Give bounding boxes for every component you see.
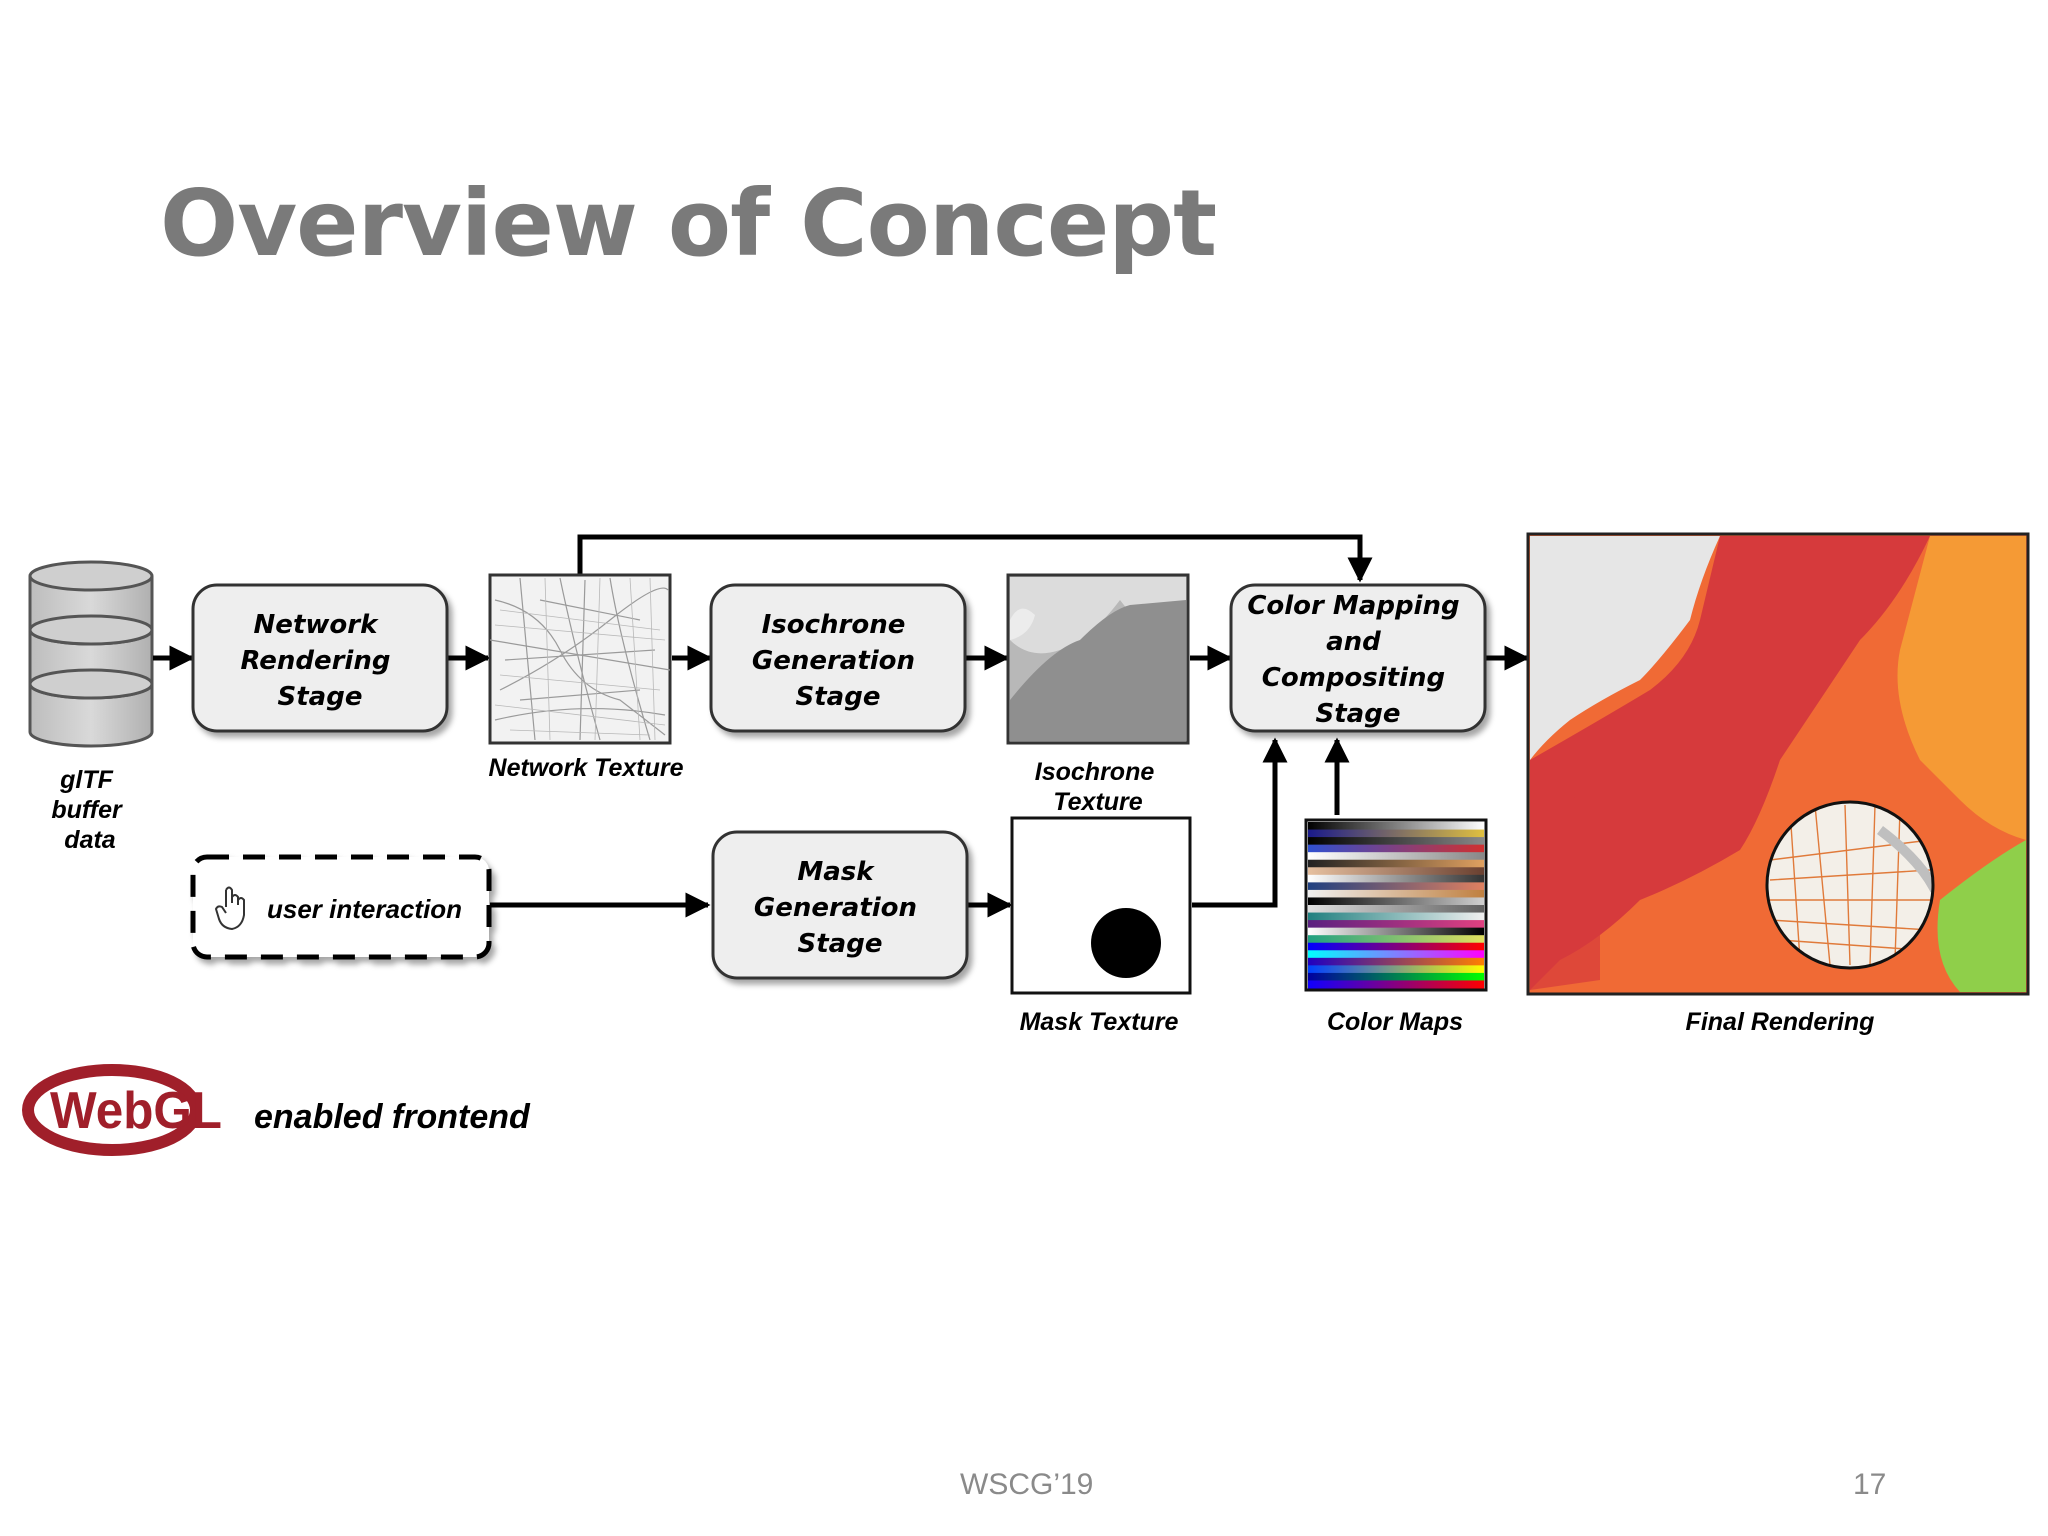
network-texture-label: Network Texture bbox=[489, 754, 684, 782]
svg-text:Network Rendering: Network Rendering Stage bbox=[240, 610, 399, 712]
color-map-stripe bbox=[1308, 957, 1484, 966]
mask-generation-stage: Mask Generation Stage bbox=[711, 830, 969, 980]
network-texture-image bbox=[488, 573, 672, 745]
isochrone-generation-stage: Isochrone Generation Stage bbox=[709, 583, 967, 733]
color-map-stripe bbox=[1308, 950, 1484, 959]
color-map-stripe bbox=[1308, 867, 1484, 876]
color-map-stripe bbox=[1308, 829, 1484, 838]
color-maps-image bbox=[1304, 818, 1488, 992]
color-map-stripe bbox=[1308, 897, 1484, 906]
user-interaction-box: user interaction bbox=[190, 854, 492, 960]
final-rendering-label: Final Rendering bbox=[1686, 1008, 1875, 1036]
color-map-stripe bbox=[1308, 912, 1484, 921]
database-icon bbox=[28, 560, 154, 748]
network-rendering-stage: Network Rendering Stage bbox=[191, 583, 449, 733]
color-map-stripe bbox=[1308, 935, 1484, 944]
color-map-stripe bbox=[1308, 905, 1484, 914]
footer-conference: WSCG’19 bbox=[960, 1468, 1094, 1501]
hand-pointer-icon bbox=[214, 886, 245, 931]
color-map-stripe bbox=[1308, 852, 1484, 861]
color-map-stripe bbox=[1308, 927, 1484, 936]
isochrone-texture-label: Isochrone Texture bbox=[1035, 758, 1161, 816]
svg-text:Mask Generation St: Mask Generation Stage bbox=[754, 857, 926, 959]
user-interaction-label: user interaction bbox=[267, 894, 462, 924]
flow-arrows bbox=[153, 534, 1530, 918]
svg-text:WebGL: WebGL bbox=[50, 1082, 222, 1140]
color-map-stripe bbox=[1308, 844, 1484, 853]
mask-texture-image bbox=[1010, 816, 1192, 995]
color-mapping-stage: Color Mapping and Compositing Stage bbox=[1229, 583, 1487, 733]
webgl-caption: enabled frontend bbox=[254, 1098, 531, 1136]
mask-texture-label: Mask Texture bbox=[1020, 1008, 1179, 1036]
color-map-stripe bbox=[1308, 972, 1484, 981]
color-maps-label: Color Maps bbox=[1327, 1008, 1463, 1036]
final-rendering-image bbox=[1526, 532, 2030, 996]
color-map-stripe bbox=[1308, 882, 1484, 891]
color-map-stripe bbox=[1308, 889, 1484, 898]
color-map-stripe bbox=[1308, 965, 1484, 974]
page-number: 17 bbox=[1853, 1468, 1887, 1501]
color-map-stripe bbox=[1308, 837, 1484, 846]
svg-text:Isochrone Generation: Isochrone Generation Stage bbox=[752, 610, 924, 712]
color-map-stripe bbox=[1308, 859, 1484, 868]
gltf-label: glTF buffer data bbox=[51, 766, 128, 854]
webgl-logo: WebGL bbox=[22, 1064, 222, 1156]
color-map-stripe bbox=[1308, 980, 1484, 989]
color-map-stripe bbox=[1308, 942, 1484, 951]
slide-title: Overview of Concept bbox=[160, 170, 1217, 277]
color-map-stripe bbox=[1308, 920, 1484, 929]
color-map-stripe bbox=[1308, 822, 1484, 831]
svg-text:Color Mapping and: Color Mapping and Compositing Stage bbox=[1247, 591, 1468, 729]
isochrone-texture-image bbox=[1006, 573, 1190, 745]
color-map-stripe bbox=[1308, 874, 1484, 883]
